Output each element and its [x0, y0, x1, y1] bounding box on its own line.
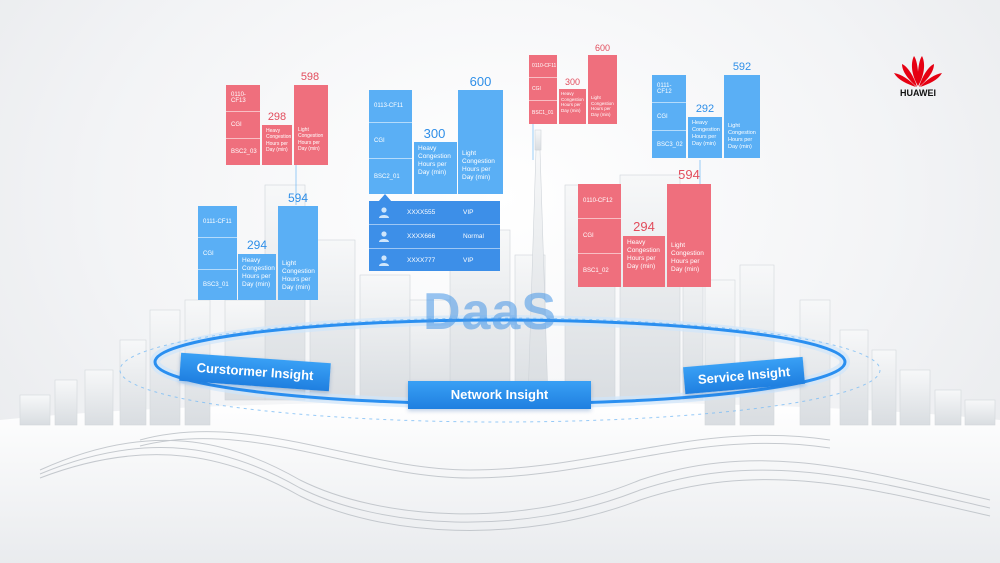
user-list: XXXX555 VIP XXXX666 Normal XXXX777 VIP	[369, 201, 500, 271]
light-congestion-value: 598	[300, 71, 320, 83]
ground	[0, 401, 1000, 563]
heavy-congestion-value: 300	[564, 77, 581, 87]
light-congestion-label: Light Congestion Hours per Day (min)	[458, 90, 503, 194]
light-congestion-label: Light Congestion Hours per Day (min)	[294, 85, 328, 165]
central-buildings	[224, 129, 704, 401]
light-congestion-value: 594	[287, 191, 309, 205]
huawei-petal-icon	[894, 56, 942, 87]
cell-id: 0110-CF12	[583, 198, 613, 204]
cell-id: 0110-CF13	[231, 92, 246, 104]
bsc-label: BSC2_03	[231, 149, 257, 155]
user-level: Normal	[463, 233, 484, 240]
heavy-congestion-label: Heavy Congestion Hours per Day (min)	[559, 89, 586, 124]
user-icon	[379, 231, 389, 242]
brand-name: HUAWEI	[900, 88, 936, 98]
light-congestion-value: 592	[732, 61, 752, 73]
heavy-congestion-label: Heavy Congestion Hours per Day (min)	[262, 125, 292, 165]
heavy-congestion-label: Heavy Congestion Hours per Day (min)	[414, 142, 457, 194]
card-info-column: 0111-CF12 CGI BSC3_02	[652, 75, 686, 158]
card-info-column: 0111-CF11 CGI BSC3_01	[198, 206, 237, 300]
cell-id: 0113-CF11	[374, 103, 404, 109]
user-id: XXXX777	[407, 257, 436, 264]
card-info-column: 0110-CF13 CGI BSC2_03	[226, 85, 260, 165]
congestion-card-0111-cf12: 0111-CF12 CGI BSC3_02 292 Heavy Congesti…	[652, 61, 760, 158]
congestion-card-0110-cf11: 0110-CF11 CGI BSC1_01 300 Heavy Congesti…	[529, 43, 617, 124]
heavy-congestion-label: Heavy Congestion Hours per Day (min)	[623, 236, 665, 287]
cgi-label: CGI	[231, 122, 242, 128]
heavy-congestion-value: 300	[423, 126, 446, 141]
light-congestion-label: Light Congestion Hours per Day (min)	[724, 75, 760, 158]
user-icon	[379, 255, 389, 266]
congestion-card-0111-cf11: 0111-CF11 CGI BSC3_01 294 Heavy Congesti…	[198, 191, 318, 300]
user-icon	[379, 207, 389, 218]
bsc-label: BSC1_02	[583, 267, 609, 274]
user-level: VIP	[463, 257, 474, 264]
heavy-congestion-value: 294	[633, 219, 655, 234]
cell-id: 0110-CF11	[532, 63, 557, 69]
user-id: XXXX555	[407, 209, 436, 216]
cell-id: 0111-CF11	[203, 218, 232, 225]
congestion-card-0110-cf13: 0110-CF13 CGI BSC2_03 298 Heavy Congesti…	[226, 71, 328, 165]
user-id: XXXX666	[407, 233, 436, 240]
cgi-label: CGI	[532, 86, 541, 92]
user-list-pointer	[378, 194, 392, 202]
bsc-label: BSC3_02	[657, 141, 683, 148]
user-row[interactable]: XXXX555 VIP	[369, 201, 500, 224]
huawei-logo: HUAWEI	[890, 52, 946, 98]
light-congestion-value: 600	[469, 74, 492, 89]
congestion-card-0110-cf12: 0110-CF12 CGI BSC1_02 294 Heavy Congesti…	[578, 167, 711, 287]
congestion-card-0113-cf11: 0113-CF11 CGI BSC2_01 300 Heavy Congesti…	[369, 74, 503, 194]
cell-id: 0111-CF12	[657, 82, 672, 95]
wave-lines	[39, 431, 991, 531]
bsc-label: BSC2_01	[374, 173, 400, 180]
card-info-column: 0110-CF12 CGI BSC1_02	[578, 184, 621, 287]
network-insight-label[interactable]: Network Insight	[408, 381, 591, 409]
heavy-congestion-label: Heavy Congestion Hours per Day (min)	[238, 254, 276, 300]
light-congestion-label: Light Congestion Hours per Day (min)	[278, 206, 318, 300]
light-congestion-value: 594	[678, 167, 700, 182]
cgi-label: CGI	[203, 250, 214, 257]
user-row[interactable]: XXXX777 VIP	[369, 249, 500, 272]
daas-title: DaaS	[422, 283, 558, 341]
heavy-congestion-value: 298	[267, 111, 287, 123]
light-congestion-label: Light Congestion Hours per Day (min)	[588, 55, 617, 124]
heavy-congestion-value: 294	[246, 238, 268, 252]
user-level: VIP	[463, 209, 474, 216]
user-row[interactable]: XXXX666 Normal	[369, 225, 500, 248]
cgi-label: CGI	[657, 113, 668, 120]
light-congestion-label: Light Congestion Hours per Day (min)	[667, 184, 711, 287]
heavy-congestion-label: Heavy Congestion Hours per Day (min)	[688, 117, 722, 158]
card-info-column: 0113-CF11 CGI BSC2_01	[369, 90, 412, 194]
cgi-label: CGI	[583, 233, 594, 239]
card-info-column: 0110-CF11 CGI BSC1_01	[529, 55, 557, 124]
bsc-label: BSC1_01	[532, 109, 554, 116]
light-congestion-value: 600	[594, 43, 611, 53]
cgi-label: CGI	[374, 137, 385, 144]
heavy-congestion-value: 292	[695, 103, 715, 115]
bsc-label: BSC3_01	[203, 282, 229, 288]
